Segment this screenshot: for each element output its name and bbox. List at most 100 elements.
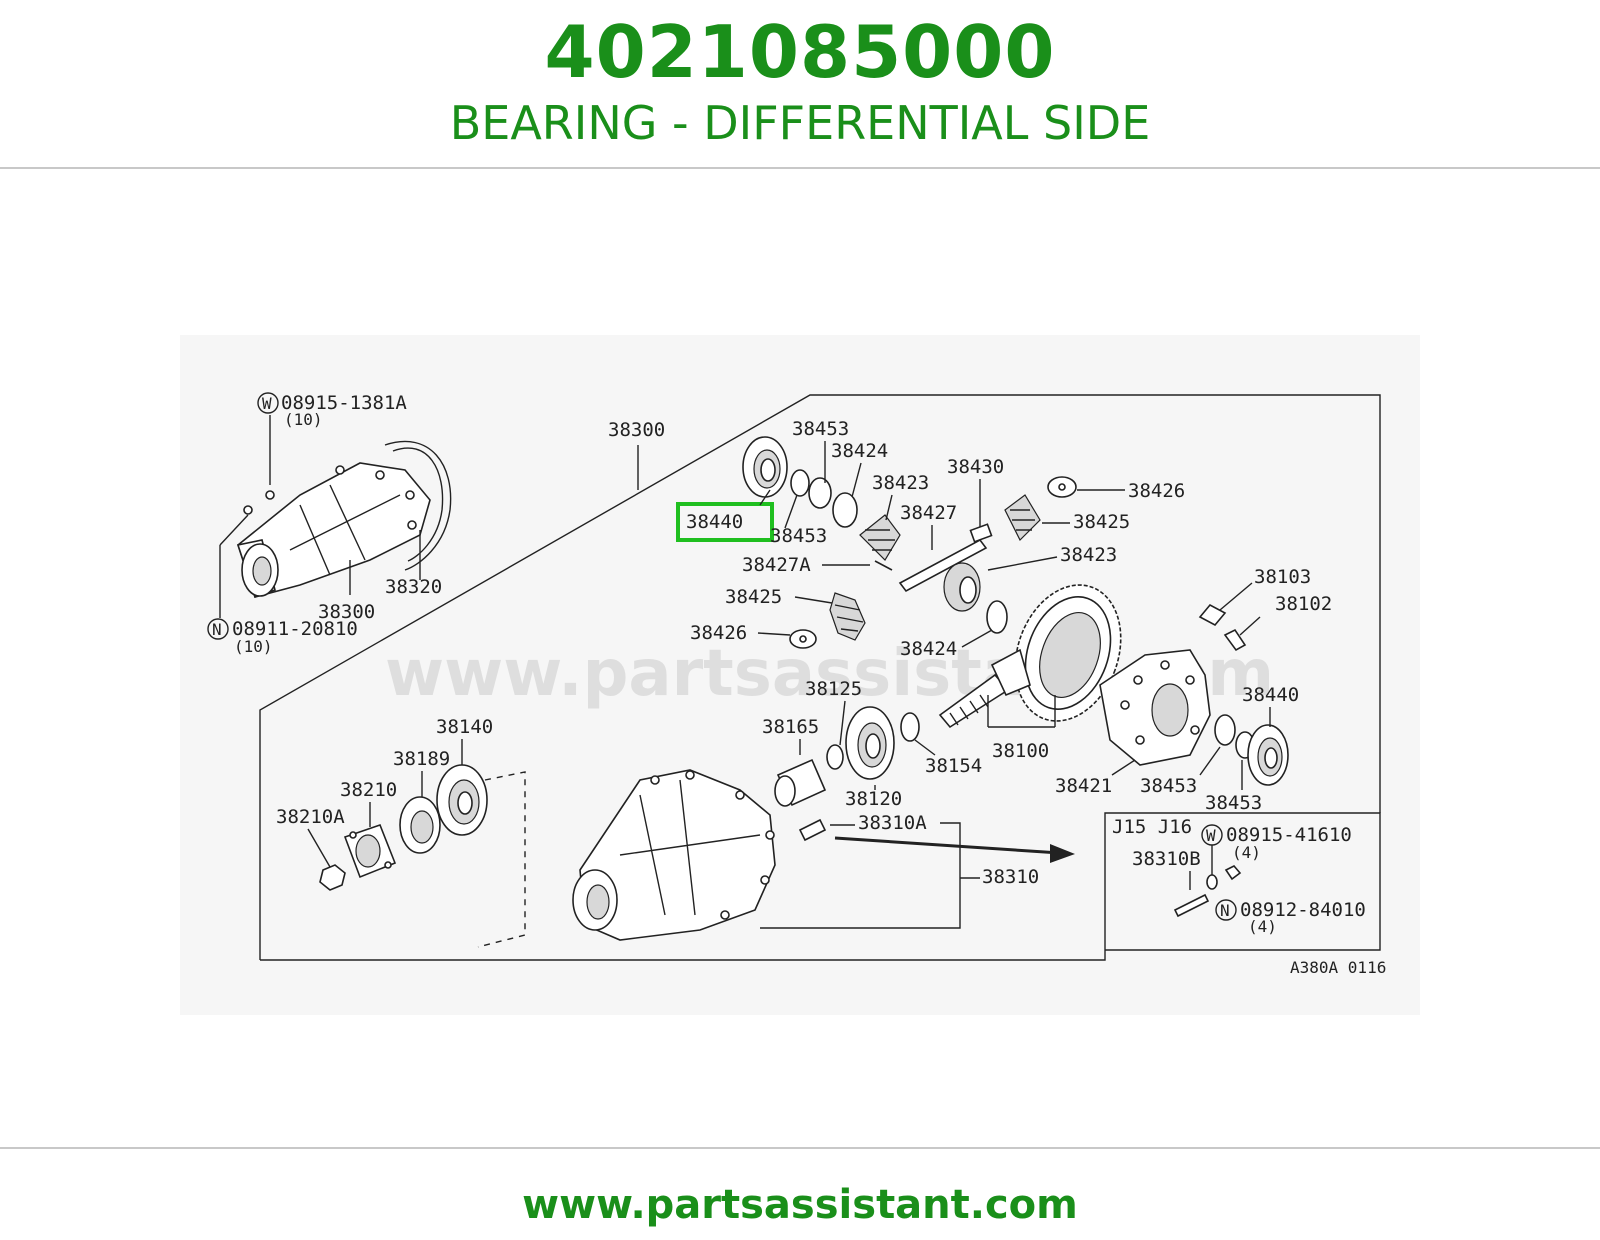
n-symbol-detail-text: N [1220, 901, 1230, 920]
shim-upper-icon [790, 469, 810, 497]
part-name-subtitle: BEARING - DIFFERENTIAL SIDE [449, 96, 1151, 150]
washer-icon [265, 490, 275, 500]
label-38424-a: 38424 [831, 440, 888, 462]
label-38103: 38103 [1254, 566, 1311, 588]
label-38426-b: 38426 [690, 622, 747, 644]
label-08915-1381A: 08915-1381A [281, 392, 407, 414]
washer-38154-icon [900, 712, 920, 742]
pinion-mate-shaft-icon [898, 538, 988, 593]
label-38100: 38100 [992, 740, 1049, 762]
label-38427A: 38427A [742, 554, 811, 576]
differential-case-icon [1099, 649, 1211, 766]
label-38423-b: 38423 [1060, 544, 1117, 566]
w-symbol-detail-text: W [1206, 826, 1216, 845]
side-bearing-upper-icon [742, 436, 788, 498]
label-j15-j16: J15 J16 [1112, 816, 1192, 838]
label-38425-b: 38425 [725, 586, 782, 608]
drive-pinion-icon [938, 648, 1031, 729]
label-38125: 38125 [805, 678, 862, 700]
label-38453-a: 38453 [792, 418, 849, 440]
label-38453-b: 38453 [770, 525, 827, 547]
label-38423-a: 38423 [872, 472, 929, 494]
carrier-housing-icon [236, 462, 431, 599]
label-38140: 38140 [436, 716, 493, 738]
label-qty-10-bottom: (10) [234, 637, 273, 656]
front-pinion-bearing-icon [436, 764, 488, 836]
label-qty-4-top: (4) [1232, 843, 1261, 862]
pinion-bearing-icon [845, 706, 895, 780]
label-38430: 38430 [947, 456, 1004, 478]
label-38440-highlighted[interactable]: 38440 [686, 511, 743, 533]
label-qty-4-bottom: (4) [1248, 917, 1277, 936]
label-38320: 38320 [385, 576, 442, 598]
side-bearing-right-icon [1247, 724, 1289, 786]
detail-arrow-head [1050, 844, 1075, 863]
breather-cap-icon [1198, 603, 1227, 627]
label-38189: 38189 [393, 748, 450, 770]
label-38453-d: 38453 [1205, 792, 1262, 814]
breather-plug-icon [1223, 628, 1247, 652]
exploded-parts-diagram: www.partsassistant.com W 08915-1381A (10… [180, 335, 1420, 1015]
header-divider [0, 167, 1600, 169]
collapsible-spacer-icon [774, 758, 827, 807]
stud-38310A-icon [798, 818, 827, 842]
label-38210A: 38210A [276, 806, 345, 828]
ring-gear-icon [1014, 584, 1122, 722]
nut-icon [243, 505, 253, 515]
pin-38427A-icon [874, 560, 893, 571]
diagram-canvas: www.partsassistant.com W 08915-1381A (10… [180, 335, 1420, 1015]
spacer-38125-icon [826, 744, 844, 770]
label-38300-top: 38300 [608, 419, 665, 441]
label-08915-41610: 08915-41610 [1226, 824, 1352, 846]
label-38210: 38210 [340, 779, 397, 801]
label-08912-84010: 08912-84010 [1240, 899, 1366, 921]
label-38310B: 38310B [1132, 848, 1201, 870]
washer-38424-lower-icon [986, 600, 1008, 634]
washer-38424-upper-icon [832, 492, 858, 528]
n-symbol-icon [207, 618, 229, 640]
lock-pin-icon [969, 523, 993, 543]
label-38421: 38421 [1055, 775, 1112, 797]
label-08911-20810: 08911-20810 [232, 618, 358, 640]
stud-38310B-icon [1173, 893, 1210, 918]
thrust-washer-upper-icon [808, 477, 832, 509]
highlight-box-38440[interactable] [676, 502, 774, 542]
figure-code: A380A 0116 [1290, 958, 1386, 977]
pinion-mate-gear-upper-icon [859, 514, 901, 561]
diagram-background [180, 335, 1420, 1015]
label-38310A: 38310A [858, 812, 927, 834]
nut-detail-icon [1224, 865, 1242, 881]
pinion-mate-gear-right-icon [1004, 494, 1041, 542]
page-header: 4021085000 BEARING - DIFFERENTIAL SIDE [0, 0, 1600, 170]
companion-flange-icon [343, 823, 397, 879]
side-gear-left-icon [829, 592, 866, 641]
flange-nut-icon [319, 864, 346, 891]
final-drive-housing-icon [572, 769, 776, 941]
n-symbol-text: N [212, 620, 222, 639]
part-number-title: 4021085000 [544, 10, 1056, 94]
shim-right-upper-icon [1214, 714, 1236, 746]
oil-seal-icon [399, 796, 441, 854]
dashed-guide [477, 771, 526, 948]
label-38427: 38427 [900, 502, 957, 524]
footer-divider [0, 1147, 1600, 1149]
assembly-outline [259, 394, 1381, 960]
label-38120: 38120 [845, 788, 902, 810]
w-symbol-icon [257, 392, 279, 414]
label-38154: 38154 [925, 755, 982, 777]
side-gear-right-icon [943, 562, 981, 612]
label-38453-c: 38453 [1140, 775, 1197, 797]
washer-detail-icon [1206, 874, 1218, 890]
label-38300-left: 38300 [318, 601, 375, 623]
assembly-outline-lower [260, 812, 1381, 961]
label-qty-10-top: (10) [284, 410, 323, 429]
label-38102: 38102 [1275, 593, 1332, 615]
footer-website-link[interactable]: www.partsassistant.com [522, 1182, 1078, 1228]
label-38424-b: 38424 [900, 638, 957, 660]
label-38426-a: 38426 [1128, 480, 1185, 502]
label-38425-a: 38425 [1073, 511, 1130, 533]
label-38440-b: 38440 [1242, 684, 1299, 706]
label-38165: 38165 [762, 716, 819, 738]
detail-arrow [834, 836, 1061, 855]
w-symbol-text: W [262, 394, 272, 413]
